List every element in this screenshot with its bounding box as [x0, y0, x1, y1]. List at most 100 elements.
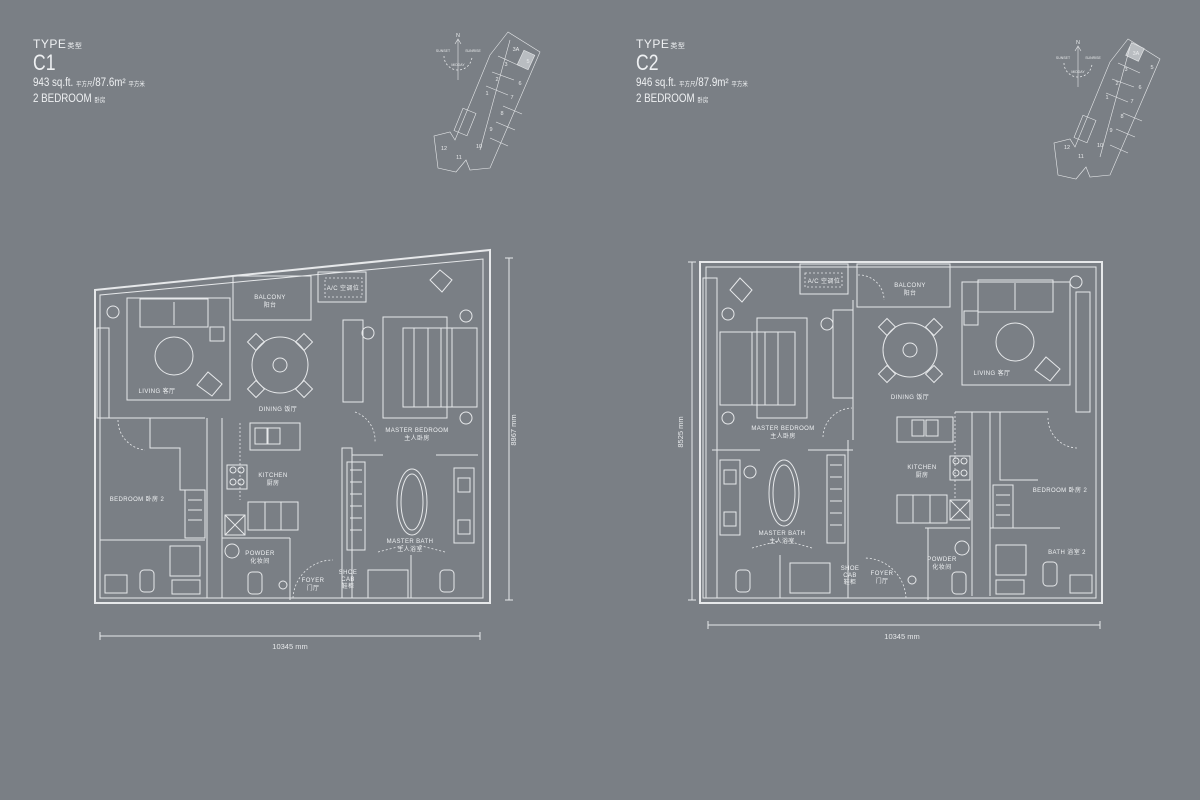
midday-label: MIDDAY — [451, 63, 465, 67]
room-label-kitchen-cn: 厨房 — [267, 479, 280, 487]
area-sqm-cn: 平方米 — [731, 81, 748, 88]
area-sqft: 943 sq.ft. — [33, 77, 74, 89]
dining-table — [251, 336, 309, 394]
north-label: N — [456, 33, 460, 39]
room-label-master-bedroom-cn: 主人卧房 — [404, 434, 430, 442]
area-sqm-cn: 平方米 — [128, 81, 145, 88]
room-label-master-bath-cn: 主人浴室 — [397, 545, 423, 553]
compass-icon: N SUNSET SUNRISE MIDDAY — [436, 33, 481, 80]
room-label-kitchen: KITCHEN — [258, 473, 287, 479]
room-label-foyer-cn: 门厅 — [876, 577, 889, 585]
room-label-powder-cn: 化妆间 — [250, 557, 269, 565]
area-sqm: /87.6m² — [92, 77, 126, 89]
bed-rug — [382, 316, 448, 419]
room-label-shoe-cab: SHOE — [339, 570, 358, 576]
room-label-dining: DINING 饭厅 — [259, 405, 297, 413]
height-dimension: 8867 mm — [509, 414, 518, 445]
room-label-master-bath-cn: 主人浴室 — [769, 537, 795, 545]
floor-plan-c1: 10345 mm 8867 mm BALCONY 阳台 A/C 空调位 LIVI… — [94, 248, 518, 651]
unit-number: 6 — [1138, 85, 1141, 91]
unit-number: 8 — [1120, 114, 1123, 120]
living-rug — [126, 297, 231, 401]
key-plan-c2: N SUNSET SUNRISE MIDDAY 3A 3 2 1 5 6 7 8 — [1053, 38, 1161, 180]
type-label: TYPE — [636, 37, 670, 51]
unit-c2-title-block: TYPE类型 C2 946 sq.ft. 平方尺/87.9m² 平方米 2 BE… — [636, 38, 768, 105]
area-sqft: 946 sq.ft. — [636, 77, 677, 89]
room-label-bedroom-2: BEDROOM 卧房 2 — [1033, 486, 1088, 494]
area-sqft-cn: 平方尺 — [75, 81, 93, 88]
coffee-table — [995, 322, 1035, 362]
room-label-foyer-cn: 门厅 — [307, 584, 320, 592]
unit-number: 11 — [1078, 154, 1084, 160]
unit-number: 3 — [504, 62, 507, 68]
room-label-master-bath: MASTER BATH — [759, 531, 806, 537]
room-label-master-bedroom: MASTER BEDROOM — [385, 428, 448, 434]
unit-number: 2 — [1115, 81, 1118, 87]
room-label-master-bedroom-cn: 主人卧房 — [770, 432, 796, 440]
unit-code: C2 — [636, 50, 659, 75]
living-rug — [961, 281, 1071, 386]
width-dimension: 10345 mm — [272, 642, 307, 651]
sunrise-label: SUNRISE — [1085, 56, 1101, 60]
compass-icon: N SUNSET SUNRISE MIDDAY — [1056, 40, 1101, 87]
type-label-cn: 类型 — [67, 43, 83, 50]
north-label: N — [1076, 40, 1080, 46]
highlighted-unit — [1125, 42, 1145, 62]
room-label-ac: A/C 空调位 — [327, 284, 359, 292]
unit-number: 3A — [513, 47, 520, 53]
room-label-living: LIVING 客厅 — [974, 369, 1011, 377]
unit-numbers: 3A 3 2 1 5 6 7 8 9 10 11 12 — [441, 47, 530, 161]
room-labels: BALCONY 阳台 A/C 空调位 LIVING 客厅 DINING 饭厅 M… — [751, 277, 1087, 586]
room-labels: BALCONY 阳台 A/C 空调位 LIVING 客厅 DINING 饭厅 M… — [110, 284, 448, 592]
sofa — [977, 279, 1054, 313]
room-label-balcony: BALCONY — [254, 295, 285, 301]
bedrooms-cn: 卧房 — [94, 96, 106, 104]
room-label-foyer: FOYER — [302, 578, 325, 584]
room-label-shoe-cab-cn: 鞋柜 — [844, 578, 857, 586]
unit-number: 6 — [518, 81, 521, 87]
midday-label: MIDDAY — [1071, 70, 1085, 74]
dining-table — [882, 322, 938, 378]
unit-number: 8 — [500, 111, 503, 117]
type-label: TYPE — [33, 37, 67, 51]
room-label-shoe-cab: CAB — [341, 577, 355, 583]
room-label-master-bath: MASTER BATH — [387, 539, 434, 545]
unit-c1-title-block: TYPE类型 C1 943 sq.ft. 平方尺/87.6m² 平方米 2 BE… — [33, 38, 165, 105]
height-dimension: 8525 mm — [676, 416, 685, 447]
room-label-bedroom-2: BEDROOM 卧房 2 — [110, 495, 165, 503]
dimension-lines — [99, 257, 513, 640]
sunset-label: SUNSET — [436, 49, 451, 53]
unit-number: 3A — [1133, 51, 1140, 57]
building-outline — [1053, 38, 1161, 180]
room-label-foyer: FOYER — [871, 571, 894, 577]
unit-number: 7 — [1130, 99, 1133, 105]
room-label-kitchen: KITCHEN — [907, 465, 936, 471]
bedrooms-cn: 卧房 — [697, 96, 709, 104]
room-label-balcony: BALCONY — [894, 283, 925, 289]
room-label-powder-cn: 化妆间 — [932, 563, 951, 571]
bedrooms: 2 BEDROOM — [636, 92, 695, 105]
unit-number: 10 — [1097, 143, 1103, 149]
room-label-powder: POWDER — [927, 557, 957, 563]
key-plan-c1: N SUNSET SUNRISE MIDDAY 3A 3 2 1 5 6 7 8 — [433, 31, 541, 173]
bathtub — [396, 468, 428, 536]
room-label-dining: DINING 饭厅 — [891, 393, 929, 401]
bed — [719, 331, 796, 406]
unit-number: 12 — [441, 146, 447, 152]
unit-number: 9 — [489, 127, 492, 133]
bed — [402, 327, 478, 408]
room-label-shoe-cab: CAB — [843, 573, 857, 579]
unit-number: 11 — [456, 155, 462, 161]
coffee-table — [154, 336, 194, 376]
room-label-shoe-cab-cn: 鞋柜 — [342, 582, 355, 590]
type-label-cn: 类型 — [670, 43, 686, 50]
unit-number: 10 — [476, 144, 482, 150]
room-label-bath-2: BATH 浴室 2 — [1048, 548, 1086, 556]
unit-numbers: 3A 3 2 1 5 6 7 8 9 10 11 12 — [1064, 51, 1154, 160]
unit-number: 5 — [526, 59, 529, 65]
sunset-label: SUNSET — [1056, 56, 1071, 60]
unit-number: 1 — [1105, 95, 1108, 101]
unit-number: 12 — [1064, 145, 1070, 151]
sofa — [139, 298, 209, 328]
